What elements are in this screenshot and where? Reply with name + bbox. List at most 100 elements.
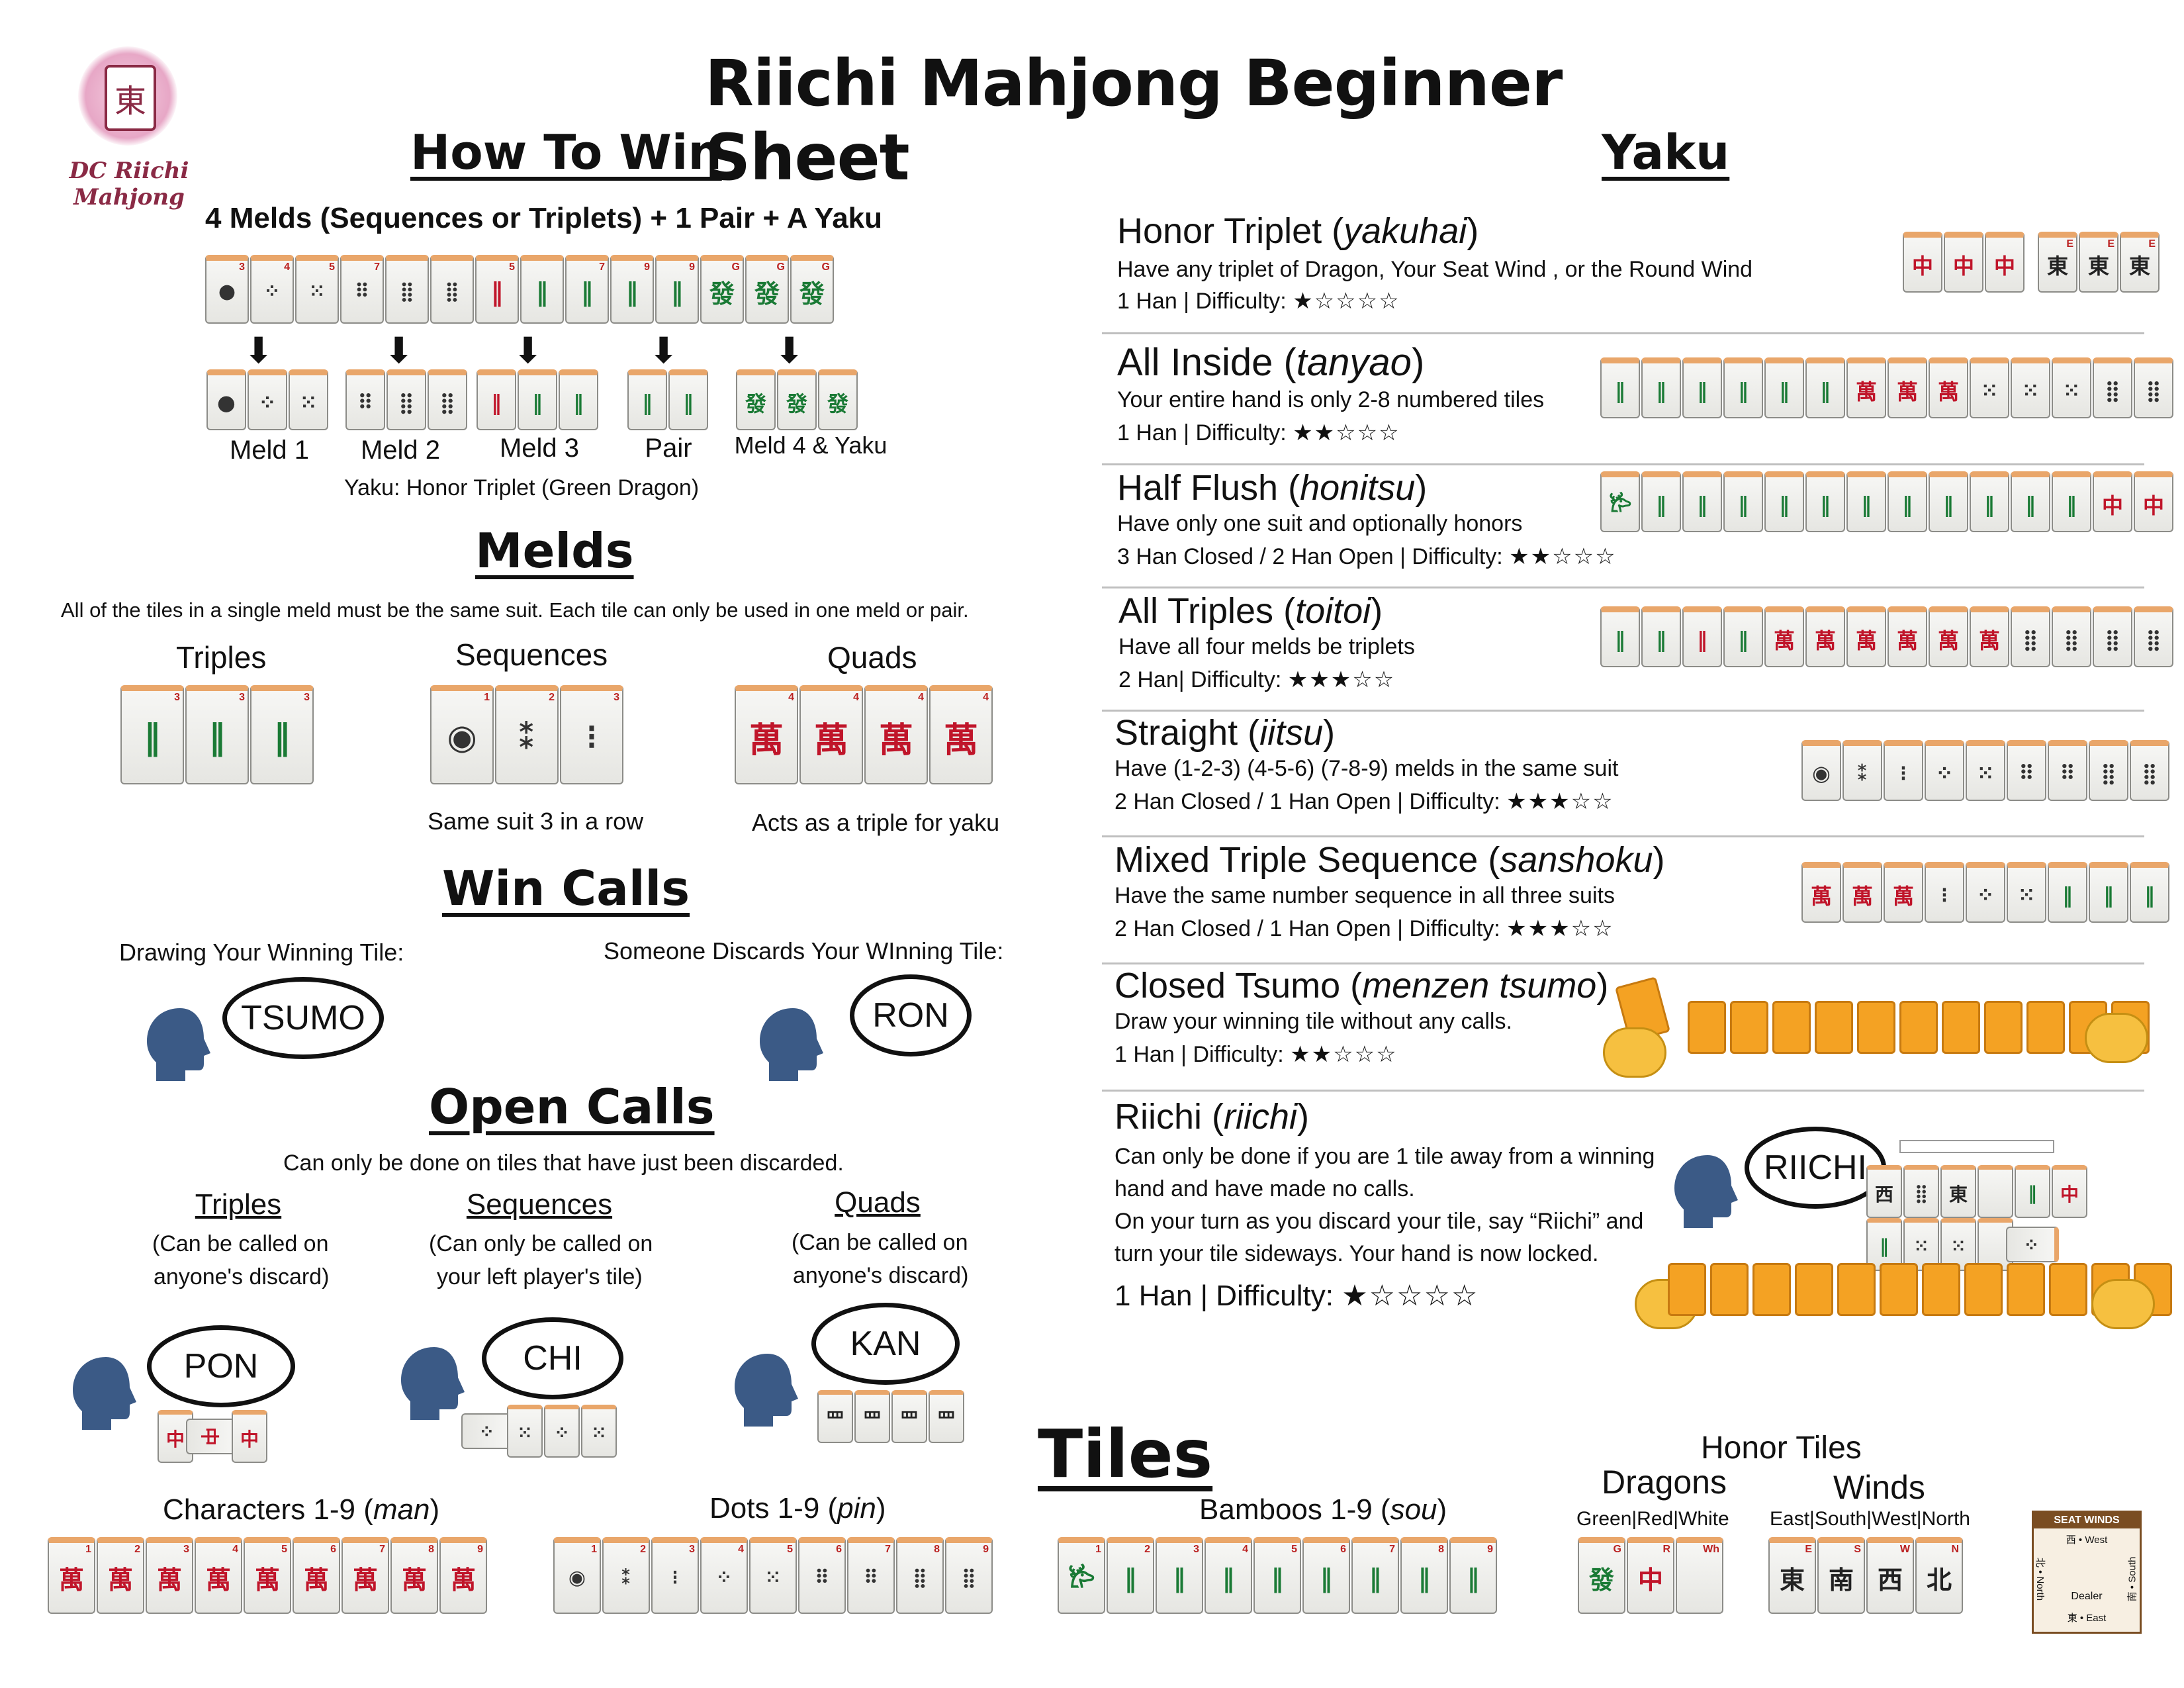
- tile: [1710, 1263, 1749, 1316]
- dragons-label: Dragons: [1602, 1464, 1727, 1501]
- tile: 9‖: [655, 255, 699, 324]
- tile: ‖: [2130, 862, 2169, 923]
- yaku-info: 1 Han | Difficulty:: [1117, 289, 1287, 314]
- yaku-name: All Inside: [1117, 341, 1273, 384]
- ron-label: Someone Discards Your WInning Tile:: [604, 937, 1004, 964]
- tile: ⣿: [2052, 606, 2091, 667]
- yaku-info: 1 Han | Difficulty:: [1115, 1280, 1334, 1312]
- open-triples-note-2: anyone's discard): [154, 1264, 330, 1289]
- yaku-name: All Triples: [1118, 591, 1274, 631]
- tile: ‖: [518, 369, 557, 430]
- tile: ‖: [1723, 471, 1763, 532]
- tile: 萬: [1805, 606, 1845, 667]
- tile: ‖: [2011, 471, 2050, 532]
- speaking-head-icon: [147, 1008, 210, 1081]
- tile: 萬: [1843, 862, 1882, 923]
- ron-bubble: RON: [850, 974, 972, 1056]
- tile: ‖: [1600, 606, 1640, 667]
- open-quads-note-1: (Can be called on: [792, 1230, 968, 1255]
- locked-hand-tiles: [1668, 1263, 2176, 1316]
- seat-winds-title: SEAT WINDS: [2034, 1513, 2140, 1528]
- yaku-item-mixed-triple-sequence: Mixed Triple Sequence (sanshoku) Have th…: [1115, 840, 1665, 941]
- chi-tiles: ⁘⁙⁘⁙: [461, 1405, 618, 1458]
- tile: ●: [206, 369, 246, 430]
- how-to-win-heading: How To Win: [410, 124, 722, 180]
- tile: 萬: [1846, 606, 1886, 667]
- tsumo-label: Drawing Your Winning Tile:: [119, 939, 404, 966]
- tile: ⣿: [430, 255, 474, 324]
- tile: ‖: [1764, 471, 1804, 532]
- yaku-desc: Have all four melds be triplets: [1118, 634, 1415, 659]
- tile: ‖: [1805, 357, 1845, 418]
- yaku-item-all-triples: All Triples (toitoi) Have all four melds…: [1118, 591, 1415, 692]
- tile: ⣿: [385, 255, 429, 324]
- tile: 5⁙: [295, 255, 339, 324]
- tile: ⁑: [1843, 740, 1882, 801]
- hand-icon: [2085, 1013, 2148, 1063]
- tile: 萬: [1929, 606, 1968, 667]
- pair-label: Pair: [645, 434, 692, 463]
- win-calls-heading: Win Calls: [442, 861, 690, 916]
- tile: ⁘: [461, 1413, 514, 1449]
- divider: [1102, 710, 2144, 712]
- tile: 4⁘: [250, 255, 294, 324]
- mixed-triple-sequence-tiles: 萬萬萬⁝⁘⁙‖‖‖: [1801, 862, 2171, 923]
- speaking-head-icon: [1674, 1155, 1738, 1228]
- tile: ‖: [520, 255, 564, 324]
- tile: ‖: [2052, 471, 2091, 532]
- seat-winds-center: Dealer: [2071, 1591, 2103, 1602]
- speaking-head-icon: [760, 1008, 823, 1081]
- tile: 8⣿: [896, 1537, 944, 1614]
- yaku-info: 2 Han Closed / 1 Han Open | Difficulty:: [1115, 789, 1500, 814]
- tile: 4⁘: [700, 1537, 748, 1614]
- tile: 中: [2093, 471, 2132, 532]
- tile: ‖: [1682, 357, 1722, 418]
- closed-hand-tiles: [1688, 1001, 2154, 1054]
- tile: ⣿: [387, 369, 426, 430]
- tile: 2‖: [1107, 1537, 1154, 1614]
- riichi-bubble: RIICHI: [1745, 1127, 1886, 1209]
- yaku-jp: sanshoku: [1500, 840, 1653, 880]
- tile: ‖: [1641, 357, 1681, 418]
- yaku-desc-line: hand and have made no calls.: [1115, 1176, 1415, 1201]
- down-arrow-icon: ⬇: [774, 331, 805, 371]
- difficulty-stars: ★★★☆☆: [1287, 667, 1396, 692]
- kan-tiles: 罒罒罒罒: [817, 1390, 966, 1443]
- logo-tile: 東: [105, 65, 156, 131]
- meld-2-tiles: ⠿⣿⣿: [345, 369, 469, 430]
- tile: ⣿: [2130, 740, 2169, 801]
- open-calls-description: Can only be done on tiles that have just…: [283, 1150, 844, 1176]
- speaking-head-icon: [401, 1347, 465, 1420]
- yaku-name: Riichi: [1115, 1097, 1203, 1137]
- how-to-win-formula: 4 Melds (Sequences or Triplets) + 1 Pair…: [205, 202, 883, 234]
- sequences-label: Sequences: [455, 637, 608, 672]
- tile: ⁙: [507, 1405, 543, 1458]
- tile: 3‖: [1156, 1537, 1203, 1614]
- tile: 萬: [1888, 357, 1927, 418]
- tile: ⁙: [581, 1405, 617, 1458]
- tile: ⁘: [544, 1405, 580, 1458]
- tile: 中: [2134, 471, 2173, 532]
- logo-text-1: DC Riichi: [69, 158, 189, 184]
- riichi-stick: [1899, 1140, 2054, 1153]
- tile: 中: [2052, 1165, 2087, 1218]
- tile: ⁝: [1884, 740, 1923, 801]
- tile: 發: [777, 369, 817, 430]
- tile: 萬: [1846, 357, 1886, 418]
- tsumo-bubble: TSUMO: [222, 977, 384, 1059]
- yaku-info: 1 Han | Difficulty:: [1115, 1042, 1284, 1067]
- yaku-name: Half Flush: [1117, 468, 1279, 508]
- yaku-jp: menzen tsumo: [1362, 966, 1597, 1006]
- tile: 3⁝: [560, 685, 623, 784]
- tile: [1815, 1001, 1853, 1054]
